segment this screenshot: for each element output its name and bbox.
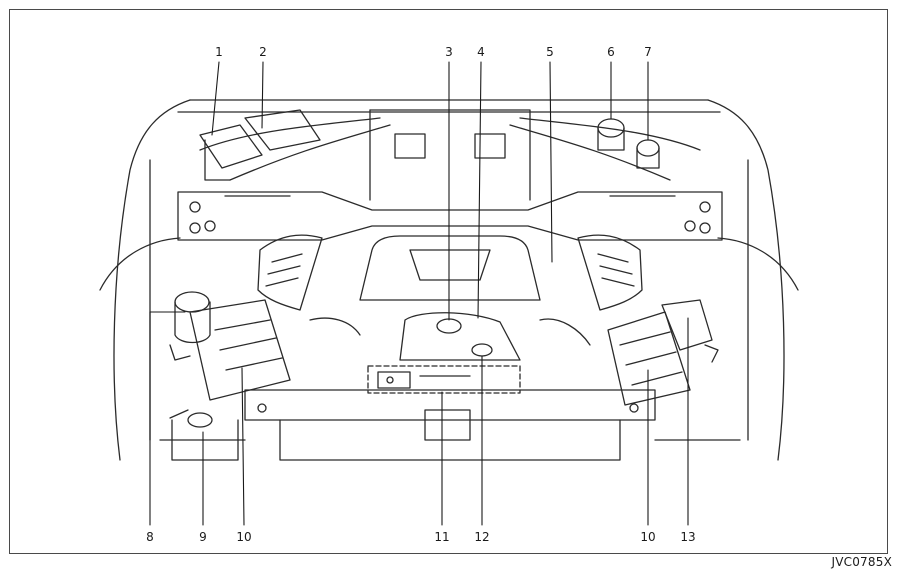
figure-code: JVC0785X (831, 555, 892, 569)
callout-8: 8 (146, 530, 154, 544)
callout-1: 1 (215, 45, 223, 59)
callout-10-right: 10 (640, 530, 655, 544)
strut-brace (177, 191, 723, 241)
callout-2: 2 (259, 45, 267, 59)
body-outline (99, 99, 799, 461)
callout-12: 12 (474, 530, 489, 544)
intake-hoses (199, 117, 701, 311)
callout-13: 13 (680, 530, 695, 544)
callout-4: 4 (477, 45, 485, 59)
callout-6: 6 (607, 45, 615, 59)
dashed-highlight-box (367, 365, 521, 394)
callout-11: 11 (434, 530, 449, 544)
callout-5: 5 (546, 45, 554, 59)
callout-7: 7 (644, 45, 652, 59)
top-callouts: 1 2 3 4 5 6 7 (215, 45, 652, 59)
callout-10-left: 10 (236, 530, 251, 544)
reservoir-caps-right (597, 118, 660, 169)
battery-area-left (199, 109, 321, 181)
bottom-callouts: 8 9 10 11 12 10 13 (146, 530, 695, 544)
left-reservoir-fusebox (169, 291, 291, 401)
callout-3: 3 (445, 45, 453, 59)
highlight-box-contents (377, 371, 471, 389)
leader-lines (149, 61, 689, 526)
callout-9: 9 (199, 530, 207, 544)
front-frame (159, 389, 741, 461)
engine-cover (359, 109, 541, 301)
oil-filler-area (309, 312, 591, 361)
figure-frame (9, 9, 888, 554)
right-reservoir-fusebox (607, 299, 719, 406)
